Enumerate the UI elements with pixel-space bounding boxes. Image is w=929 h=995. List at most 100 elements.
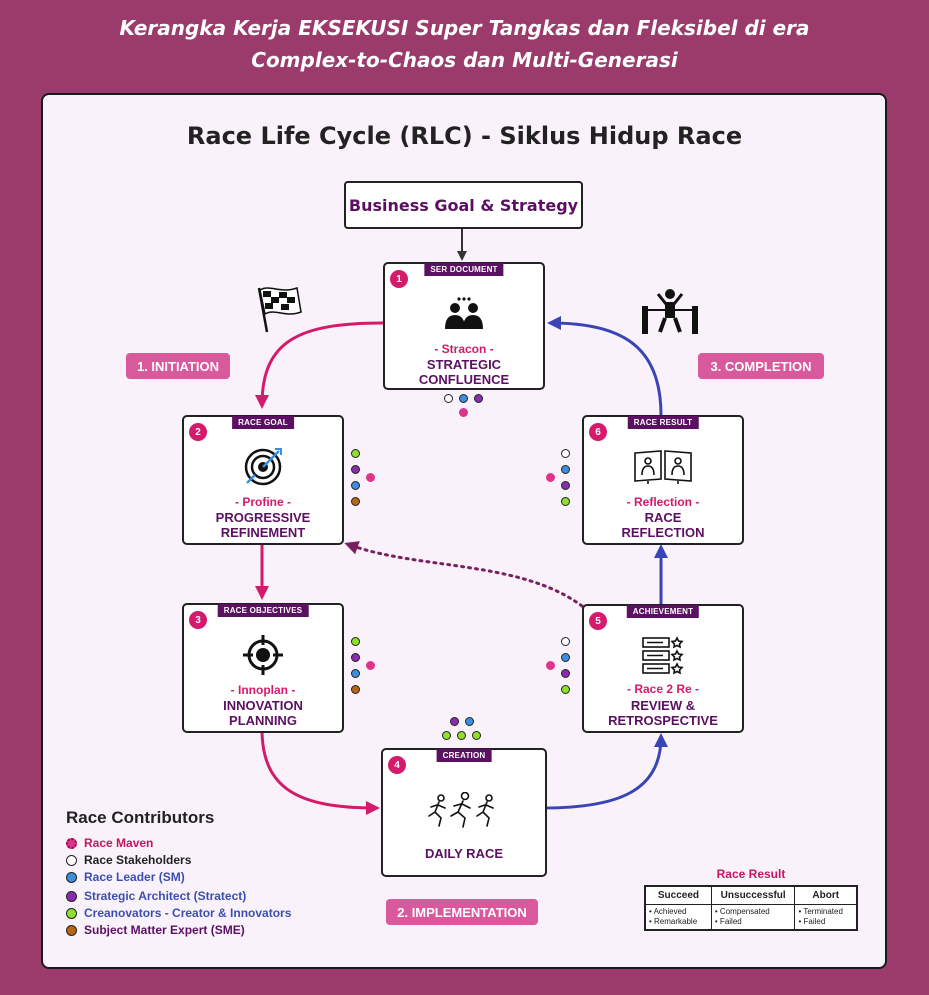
diagram-title: Race Life Cycle (RLC) - Siklus Hidup Rac… xyxy=(186,122,743,150)
rr-header-abort: Abort xyxy=(794,885,858,905)
dot-creanovators xyxy=(457,731,466,740)
dot-creanovators xyxy=(561,497,570,506)
dot-stratect xyxy=(450,717,459,726)
legend-swatch xyxy=(66,837,77,849)
review-list-icon xyxy=(584,634,742,678)
header-line-1: Kerangka Kerja EKSEKUSI Super Tangkas da… xyxy=(119,16,810,40)
step-number: 2 xyxy=(189,423,207,441)
legend-swatch xyxy=(66,854,77,866)
legend-swatch xyxy=(66,871,77,883)
step-number: 5 xyxy=(589,612,607,630)
checkered-flag-icon xyxy=(257,286,302,333)
dot-stratect xyxy=(561,481,570,490)
dot-race-maven xyxy=(546,473,555,482)
box-tag: CREATION xyxy=(436,749,492,762)
phase-implementation: 2. IMPLEMENTATION xyxy=(386,899,538,925)
dot-stratect xyxy=(351,465,360,474)
race-result-table: Succeed Unsuccessful Abort • Achieved• R… xyxy=(644,885,858,931)
finish-line-icon xyxy=(642,289,698,334)
legend-swatch xyxy=(66,890,77,902)
header-line-2: Complex-to-Chaos dan Multi-Generasi xyxy=(251,48,678,72)
legend-label: Subject Matter Expert (SME) xyxy=(84,923,245,937)
dot-race-leader xyxy=(351,481,360,490)
legend-swatch xyxy=(66,924,77,936)
dot-race-maven xyxy=(366,661,375,670)
dot-race-maven xyxy=(366,473,375,482)
box-tag: RACE RESULT xyxy=(627,416,699,429)
dot-creanovators xyxy=(442,731,451,740)
step-number: 3 xyxy=(189,611,207,629)
business-goal-box: Business Goal & Strategy xyxy=(344,181,583,229)
dot-creanovators xyxy=(351,637,360,646)
box-subtitle: - Stracon - xyxy=(434,342,494,356)
dot-race-leader xyxy=(351,669,360,678)
box-title: DAILY RACE xyxy=(424,846,504,861)
legend-item-race-leader: Race Leader (SM) xyxy=(66,870,185,884)
box-tag: RACE OBJECTIVES xyxy=(217,604,309,617)
dot-race-maven xyxy=(546,661,555,670)
dot-sme xyxy=(351,497,360,506)
dot-sme xyxy=(351,685,360,694)
arrow-3-to-4 xyxy=(260,728,380,815)
legend-item-sme: Subject Matter Expert (SME) xyxy=(66,923,245,937)
legend-label: Strategic Architect (Stratect) xyxy=(84,889,247,903)
box-tag: SER DOCUMENT xyxy=(424,263,504,276)
legend-label: Race Leader (SM) xyxy=(84,870,185,884)
runners-icon xyxy=(383,788,545,832)
box-review-retrospective: ACHIEVEMENT 5 - Race 2 Re - REVIEW &RETR… xyxy=(582,604,744,733)
meeting-icon xyxy=(385,292,543,336)
rr-header-unsuccessful: Unsuccessful xyxy=(710,885,796,905)
dot-race-leader xyxy=(561,465,570,474)
phase-initiation: 1. INITIATION xyxy=(126,353,230,379)
crosshair-icon xyxy=(184,633,342,677)
dot-stakeholders xyxy=(561,449,570,458)
box-subtitle: - Innoplan - xyxy=(230,683,296,697)
dot-race-leader xyxy=(459,394,468,403)
box-subtitle: - Reflection - xyxy=(626,495,700,509)
box-title: REVIEW &RETROSPECTIVE xyxy=(608,698,718,728)
step-number: 4 xyxy=(388,756,406,774)
dot-stakeholders xyxy=(561,637,570,646)
arrow-6-to-1 xyxy=(547,316,663,416)
dot-creanovators xyxy=(351,449,360,458)
legend-label: Creanovators - Creator & Innovators xyxy=(84,906,292,920)
arrow-4-to-5 xyxy=(542,733,668,810)
race-result-title: Race Result xyxy=(716,867,786,881)
rr-cell-unsuccessful: • Compensated• Failed xyxy=(710,904,796,931)
step-number: 1 xyxy=(390,270,408,288)
dot-race-leader xyxy=(561,653,570,662)
box-tag: RACE GOAL xyxy=(232,416,294,429)
rr-header-succeed: Succeed xyxy=(644,885,712,905)
legend-item-stakeholders: Race Stakeholders xyxy=(66,853,191,867)
legend-label: Race Stakeholders xyxy=(84,853,192,867)
arrow-5-to-2-feedback xyxy=(344,541,584,608)
legend-title: Race Contributors xyxy=(66,808,215,827)
phase-completion: 3. COMPLETION xyxy=(698,353,824,379)
dot-stratect xyxy=(474,394,483,403)
reflection-icon xyxy=(584,445,742,489)
dot-creanovators xyxy=(561,685,570,694)
rr-cell-succeed: • Achieved• Remarkable xyxy=(644,904,712,931)
dot-creanovators xyxy=(472,731,481,740)
dot-race-leader xyxy=(465,717,474,726)
dot-stratect xyxy=(351,653,360,662)
target-icon xyxy=(184,445,342,489)
legend-item-stratect: Strategic Architect (Stratect) xyxy=(66,889,246,903)
legend-item-race-maven: Race Maven xyxy=(66,836,153,850)
legend-item-creanovators: Creanovators - Creator & Innovators xyxy=(66,906,291,920)
box-innovation-planning: RACE OBJECTIVES 3 - Innoplan - INNOVATIO… xyxy=(182,603,344,733)
arrow-1-to-2 xyxy=(255,321,384,409)
legend-swatch xyxy=(66,907,77,919)
box-subtitle: - Race 2 Re - xyxy=(626,682,700,696)
dot-race-maven xyxy=(459,408,468,417)
legend-label: Race Maven xyxy=(84,836,154,850)
box-subtitle: - Profine - xyxy=(235,495,291,509)
